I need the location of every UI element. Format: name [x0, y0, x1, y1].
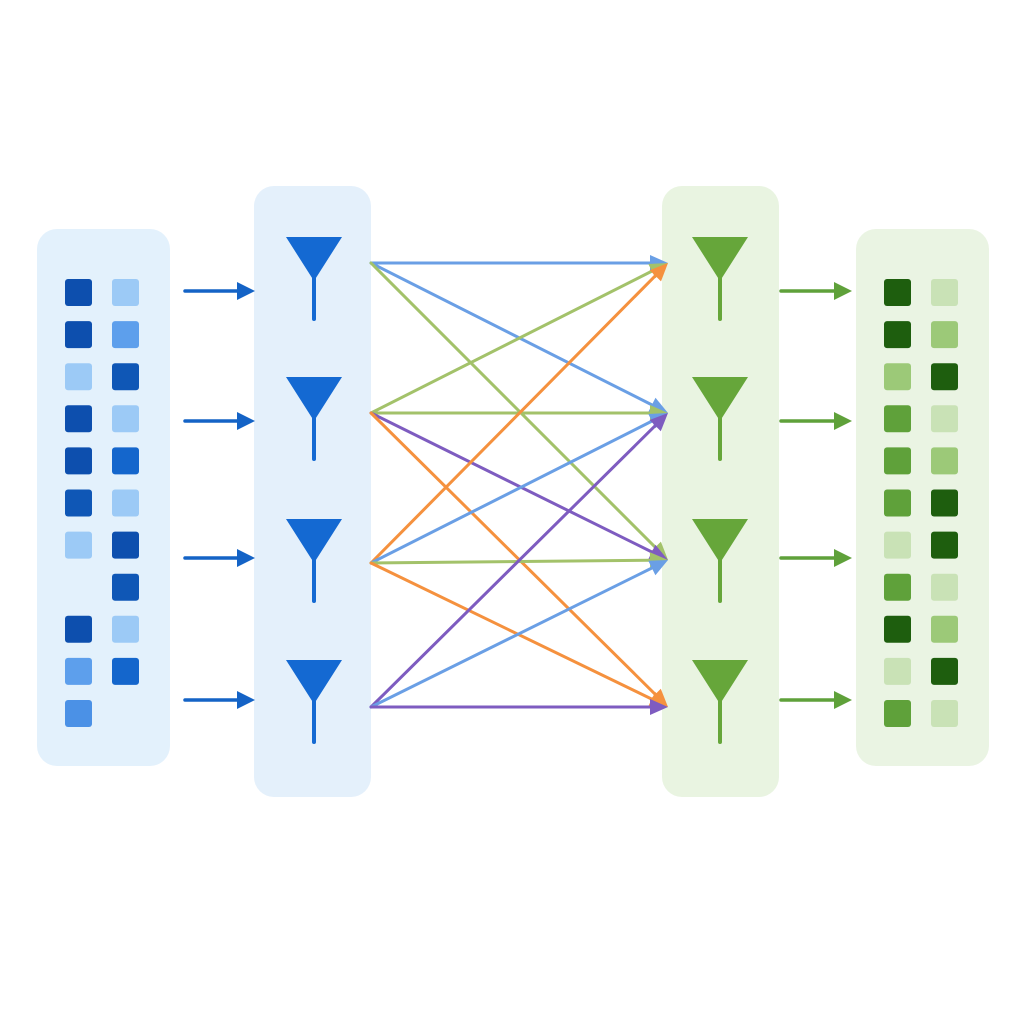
channel-links: [369, 255, 668, 715]
link-line: [369, 566, 654, 709]
tx-stream-arrow-head: [237, 691, 255, 709]
link-arrowhead: [649, 263, 668, 282]
tx-data-cell: [112, 405, 139, 433]
rx-data-cell: [931, 489, 958, 517]
tx-data-cell: [65, 657, 92, 685]
tx-stream-arrow-head: [237, 412, 255, 430]
link-line: [369, 411, 657, 696]
rx-antenna-panel: [662, 186, 779, 797]
rx-data-cell: [884, 615, 911, 643]
rx-antenna-icon-head: [692, 660, 748, 704]
tx-antenna-icon-head: [286, 660, 342, 704]
rx-antenna-icon: [692, 660, 748, 744]
rx-antenna-icon-head: [692, 237, 748, 281]
rx-antenna-icon: [692, 237, 748, 321]
rx-data-cell: [884, 700, 911, 727]
tx-data-cell: [65, 321, 92, 349]
tx-data-cell: [65, 363, 92, 391]
rx-data-cell: [931, 363, 958, 391]
tx-data-cell: [65, 489, 92, 517]
link-line: [369, 411, 654, 554]
tx-data-cell: [112, 363, 139, 391]
rx-stream-arrow-head: [834, 282, 852, 300]
rx-antenna-icon-head: [692, 377, 748, 421]
link-line: [369, 269, 654, 415]
rx-data-panel: [856, 229, 989, 766]
rx-antenna-icon: [692, 377, 748, 461]
tx-stream-arrow-head: [237, 549, 255, 567]
link-line: [369, 261, 657, 549]
rx-data-cell: [931, 615, 958, 643]
tx-antenna-icon-head: [286, 519, 342, 563]
link-line: [369, 419, 654, 565]
rx-data-cell: [884, 447, 911, 475]
rx-stream-arrow-head: [834, 691, 852, 709]
link-line: [369, 558, 652, 565]
rx-data-cell: [884, 279, 911, 306]
rx-data-cell: [884, 657, 911, 685]
rx-data-cell: [931, 573, 958, 601]
rx-antennas: [692, 237, 748, 744]
tx-data-cell: [112, 447, 139, 475]
link-line: [369, 424, 657, 709]
tx-antenna-icon-head: [286, 377, 342, 421]
rx-stream-arrow-head: [834, 549, 852, 567]
rx-data-cell: [931, 447, 958, 475]
link-line: [369, 274, 657, 565]
rx-data-cell: [931, 700, 958, 727]
tx-data-cell: [65, 405, 92, 433]
tx-data-cell: [112, 279, 139, 306]
tx-data-cell: [112, 657, 139, 685]
tx-data-cell: [65, 615, 92, 643]
tx-antenna-icon: [286, 660, 342, 744]
tx-data-cell: [112, 615, 139, 643]
tx-data-panel: [37, 229, 170, 766]
tx-antenna-panel: [254, 186, 371, 797]
link-line: [369, 561, 654, 701]
link-arrowhead: [649, 413, 668, 432]
rx-data-cell: [884, 573, 911, 601]
rx-data-cell: [884, 489, 911, 517]
rx-data-cell: [884, 405, 911, 433]
rx-data-cells: [884, 279, 958, 727]
tx-antenna-icon: [286, 237, 342, 321]
rx-data-cell: [931, 531, 958, 559]
rx-stream-arrow-head: [834, 412, 852, 430]
tx-data-cell: [112, 573, 139, 601]
tx-data-cell: [65, 447, 92, 475]
rx-data-cell: [931, 657, 958, 685]
rx-antenna-icon: [692, 519, 748, 603]
tx-antennas: [286, 237, 342, 744]
link-line: [369, 261, 654, 407]
tx-antenna-icon-head: [286, 237, 342, 281]
tx-data-cell: [112, 531, 139, 559]
rx-data-cell: [931, 321, 958, 349]
rx-data-cell: [884, 531, 911, 559]
stream-arrows: [183, 282, 852, 709]
rx-data-cell: [931, 405, 958, 433]
tx-data-cell: [65, 700, 92, 727]
tx-antenna-icon: [286, 519, 342, 603]
rx-data-cell: [931, 279, 958, 306]
link-arrowhead: [650, 699, 668, 715]
tx-data-cell: [112, 489, 139, 517]
tx-data-cell: [65, 279, 92, 306]
rx-data-cell: [884, 363, 911, 391]
rx-data-cell: [884, 321, 911, 349]
tx-data-cells: [65, 279, 139, 727]
tx-data-cell: [112, 321, 139, 349]
tx-antenna-icon: [286, 377, 342, 461]
tx-stream-arrow-head: [237, 282, 255, 300]
rx-antenna-icon-head: [692, 519, 748, 563]
link-arrowhead: [648, 560, 668, 576]
tx-data-cell: [65, 531, 92, 559]
